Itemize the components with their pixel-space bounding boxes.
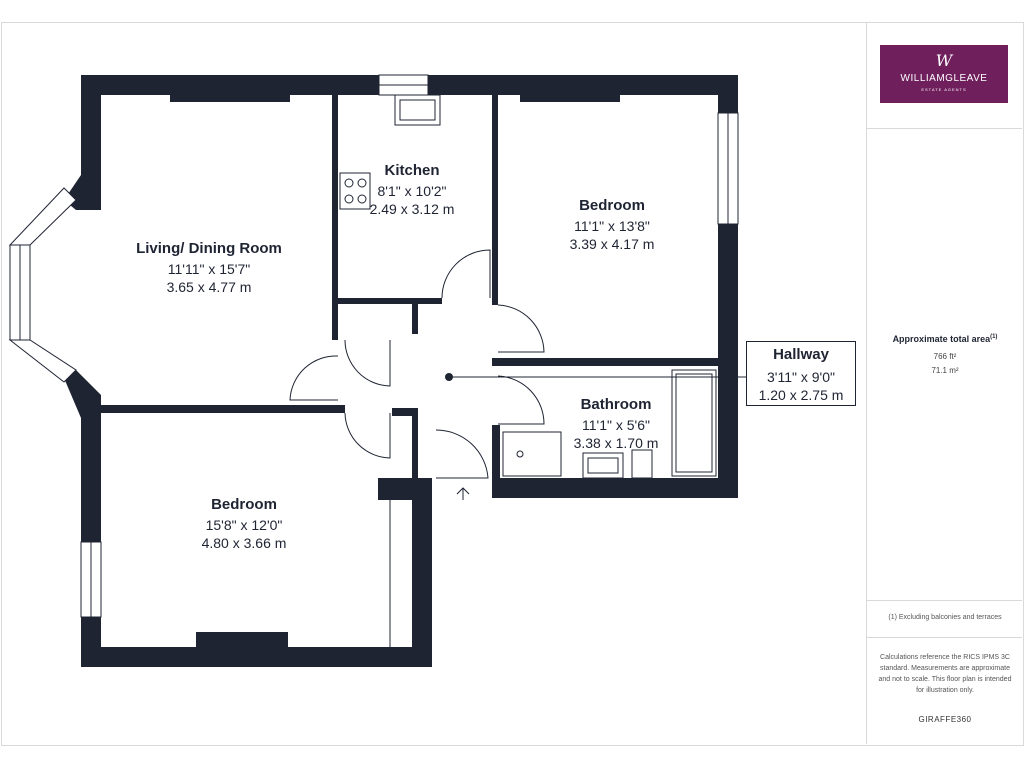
shower: [502, 431, 562, 477]
disclaimer: Calculations reference the RICS IPMS 3C …: [878, 654, 1012, 694]
wall-top-left: [81, 75, 379, 95]
logo-mark-icon: W: [935, 51, 953, 70]
room-size-bedroom1-metric: 3.39 x 4.17 m: [570, 236, 655, 252]
wall-bottom-bath: [492, 478, 738, 498]
wall-top-bar-living: [170, 95, 290, 102]
wall-living-kitchen: [332, 95, 338, 340]
doors: [289, 249, 545, 647]
wall-hall-stub3: [412, 408, 418, 488]
door-hall-cupboard: [344, 339, 391, 387]
room-name-living: Living/ Dining Room: [136, 240, 282, 257]
door-bedroom-left: [344, 412, 391, 459]
door-kitchen: [441, 249, 491, 299]
logo-tagline: ESTATE AGENTS: [921, 87, 967, 92]
room-name-bathroom: Bathroom: [581, 396, 652, 413]
sidebar-divider-top: [867, 128, 1022, 129]
room-size-bedroom2-imperial: 15'8" x 12'0": [206, 517, 283, 533]
wall-bottom-bar: [196, 632, 288, 648]
window-bay-bottom: [8, 339, 77, 383]
wall-top-right: [428, 75, 738, 95]
area-sqft: 766 ft²: [933, 352, 957, 361]
door-living: [289, 355, 339, 401]
hallway-size-metric: 1.20 x 2.75 m: [758, 387, 844, 403]
window-bay-top: [8, 187, 77, 246]
sidebar-divider-low: [867, 637, 1022, 638]
room-size-bedroom2-metric: 4.80 x 3.66 m: [202, 535, 287, 551]
walls: [64, 75, 738, 667]
wall-top-bar-bed: [520, 95, 620, 102]
wall-living-bedroom: [101, 405, 345, 413]
area-title-text: Approximate total area: [892, 334, 991, 344]
wall-right-lower: [718, 224, 738, 498]
wall-kitchen-bottom: [338, 298, 442, 304]
hallway-size-imperial: 3'11" x 9'0": [767, 369, 835, 385]
room-size-living-imperial: 11'11" x 15'7": [168, 261, 251, 277]
hob: [339, 172, 371, 210]
room-name-bedroom2: Bedroom: [211, 496, 277, 513]
room-size-kitchen-imperial: 8'1" x 10'2": [378, 183, 447, 199]
room-size-bedroom1-imperial: 11'1" x 13'8": [574, 218, 650, 234]
windows: [8, 74, 739, 618]
agent-logo: W WILLIAMGLEAVE ESTATE AGENTS: [880, 45, 1008, 103]
entrance-arrow: [456, 487, 470, 500]
sidebar-divider-mid: [867, 600, 1022, 601]
wall-entry-stub: [412, 478, 432, 667]
area-footnote-mark: (1): [990, 334, 998, 340]
room-name-kitchen: Kitchen: [384, 162, 439, 179]
area-title: Approximate total area(1): [868, 334, 1022, 344]
room-name-bedroom1: Bedroom: [579, 197, 645, 214]
area-sqm: 71.1 m²: [931, 366, 959, 375]
wall-hall-stub1: [412, 304, 418, 334]
room-size-kitchen-metric: 2.49 x 3.12 m: [370, 201, 455, 217]
logo-brand: WILLIAMGLEAVE: [900, 73, 988, 84]
room-size-living-metric: 3.65 x 4.77 m: [167, 279, 252, 295]
bathroom-fixtures: [502, 369, 717, 479]
door-entrance: [435, 429, 489, 479]
room-size-bathroom-metric: 3.38 x 1.70 m: [574, 435, 659, 451]
wall-bath-left: [492, 425, 500, 498]
floor-plan: Living/ Dining Room 11'11" x 15'7" 3.65 …: [8, 74, 746, 667]
wall-bedroom-bath: [492, 358, 718, 366]
wall-right-upper: [718, 75, 738, 113]
wall-bottom-bedroom: [81, 647, 431, 667]
credit: GIRAFFE360: [918, 715, 972, 724]
room-size-bathroom-imperial: 11'1" x 5'6": [582, 417, 650, 433]
toilet: [631, 449, 653, 479]
wall-left-lower1: [81, 405, 101, 542]
room-labels: Living/ Dining Room 11'11" x 15'7" 3.65 …: [136, 162, 658, 551]
door-bedroom-right: [497, 304, 545, 353]
sidebar: [866, 22, 1023, 744]
kitchen-fixtures: [339, 94, 441, 210]
footnote: (1) Excluding balconies and terraces: [888, 614, 1002, 621]
hallway-label-box: Hallway 3'11" x 9'0" 1.20 x 2.75 m: [746, 341, 856, 406]
door-bathroom: [497, 375, 545, 425]
wall-kitchen-bedroom: [492, 95, 498, 305]
wall-hall-stub2: [392, 408, 418, 416]
hallway-name: Hallway: [773, 346, 829, 363]
